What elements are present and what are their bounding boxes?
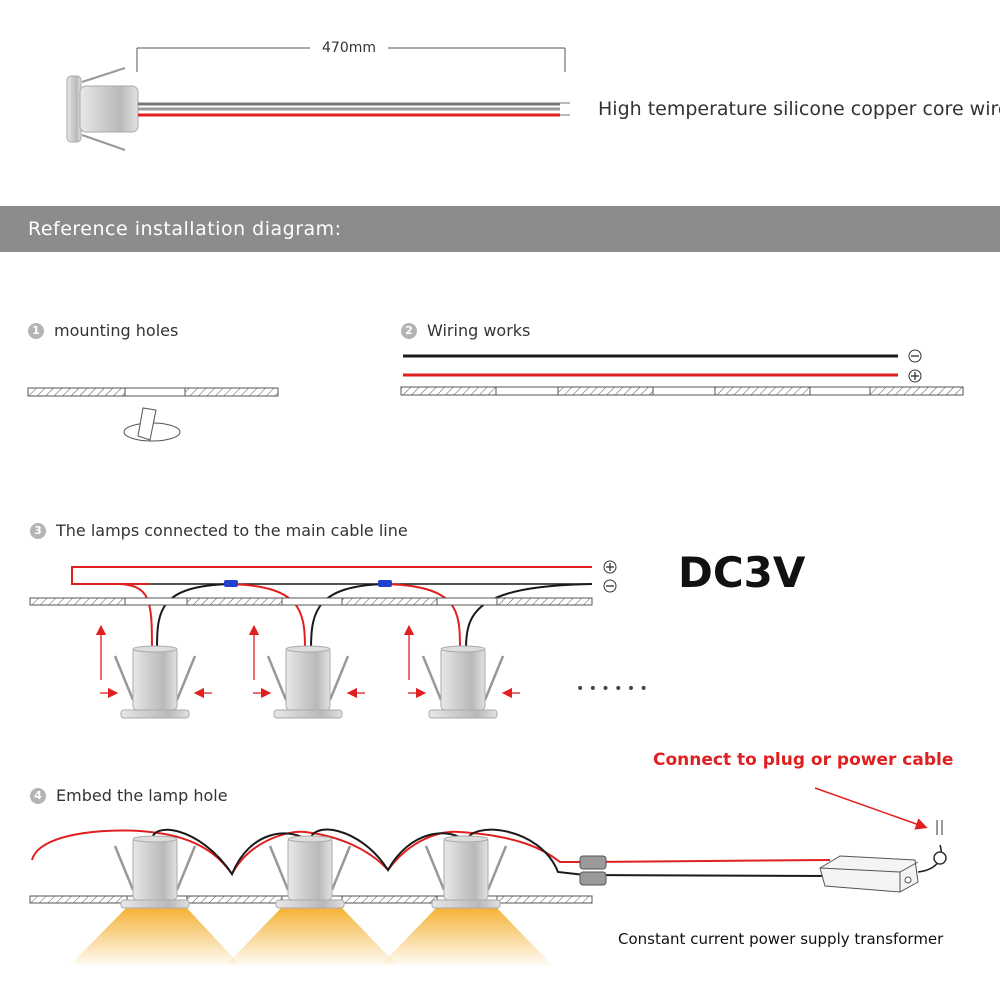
lamp-s4-3 (424, 835, 508, 909)
voltage-label: DC3V (678, 548, 806, 597)
step2-heading: 2 Wiring works (401, 321, 530, 340)
step1-label: mounting holes (54, 321, 179, 340)
section-banner-title: Reference installation diagram: (28, 218, 342, 240)
step4-heading: 4 Embed the lamp hole (30, 786, 228, 805)
wire-description: High temperature silicone copper core wi… (598, 98, 1000, 120)
step4-lamp-group (113, 835, 508, 909)
step4-label: Embed the lamp hole (56, 786, 228, 805)
step1-ceiling (27, 387, 279, 442)
lamp-s3-2 (248, 624, 365, 719)
step4-number: 4 (30, 787, 46, 804)
step3-number: 3 (30, 522, 46, 539)
step4-embedded-lamps (29, 787, 947, 965)
step3-lamps-connected (29, 560, 617, 649)
lamp-s3-1 (95, 624, 212, 719)
lamp-s4-1 (113, 835, 197, 909)
step1-heading: 1 mounting holes (28, 321, 178, 340)
step3-lamp-group (95, 624, 520, 719)
length-dimension-label: 470mm (322, 40, 376, 56)
step2-number: 2 (401, 322, 417, 339)
transformer-label: Constant current power supply transforme… (618, 930, 944, 948)
step3-label: The lamps connected to the main cable li… (56, 521, 408, 540)
lamp-s3-3 (403, 624, 520, 719)
step3-heading: 3 The lamps connected to the main cable … (30, 521, 408, 540)
more-lamps-ellipsis: • • • • • • (576, 681, 648, 697)
top-lamp-illustration (66, 47, 570, 151)
lamp-s4-2 (268, 835, 352, 909)
step2-wiring (400, 349, 964, 396)
section-banner (0, 206, 1000, 252)
step1-number: 1 (28, 322, 44, 339)
connect-power-label: Connect to plug or power cable (653, 750, 954, 770)
step2-label: Wiring works (427, 321, 531, 340)
